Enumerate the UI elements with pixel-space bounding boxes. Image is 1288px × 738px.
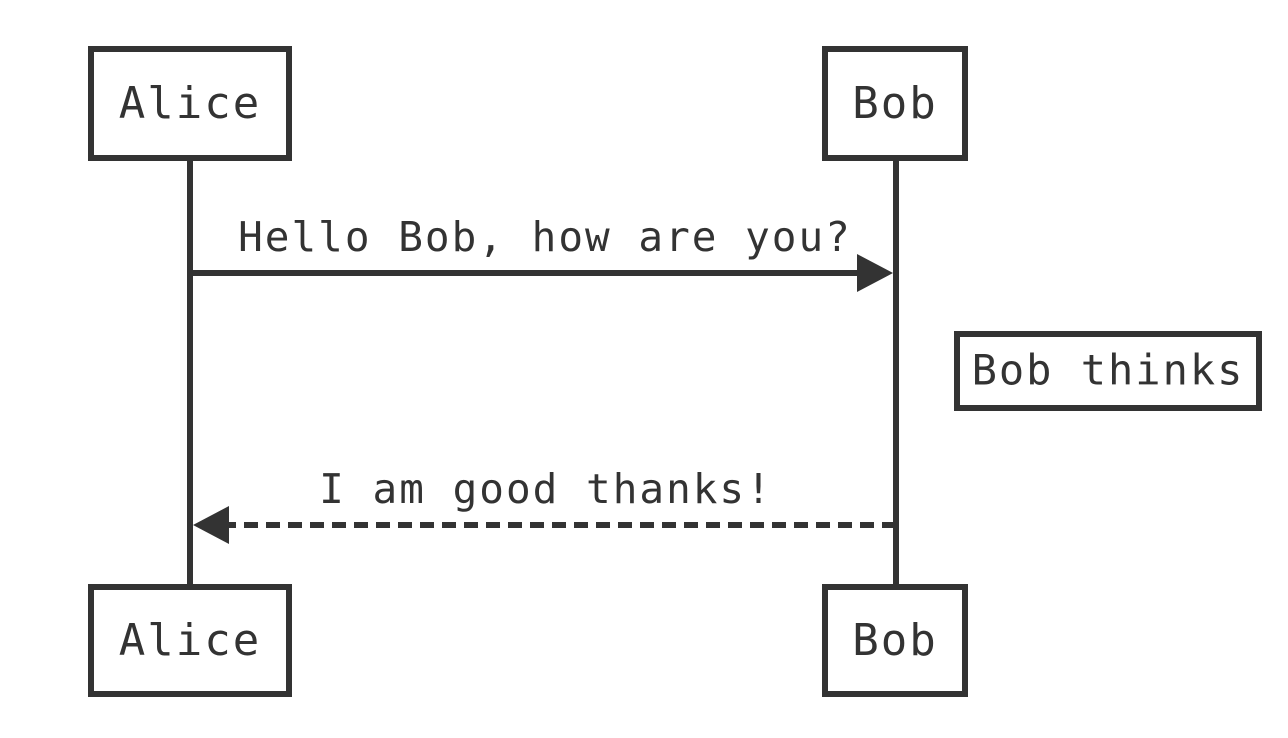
note-box-rect-bob-thinks — [954, 331, 1262, 411]
lifelines-group — [187, 161, 899, 584]
actor-box-alice-bottom[interactable]: Alice — [88, 584, 292, 697]
actor-box-rect-alice-bottom — [88, 584, 292, 697]
note-label-bob-thinks: Bob thinks — [972, 346, 1245, 395]
actor-box-rect-alice-top — [88, 46, 292, 161]
actor-box-rect-bob-bottom — [822, 584, 968, 697]
actor-label-bob-bottom: Bob — [852, 615, 937, 666]
message-arrowhead-bob-to-alice — [193, 506, 229, 544]
actor-box-rect-bob-top — [822, 46, 968, 161]
actor-label-alice-bottom: Alice — [119, 615, 261, 666]
message-alice-to-bob[interactable]: Hello Bob, how are you? — [190, 213, 893, 292]
message-label-alice-to-bob: Hello Bob, how are you? — [238, 213, 852, 261]
actor-label-alice-top: Alice — [119, 78, 261, 129]
note-bob-thinks[interactable]: Bob thinks — [954, 331, 1262, 411]
actor-box-alice-top[interactable]: Alice — [88, 46, 292, 161]
message-arrowhead-alice-to-bob — [857, 254, 893, 292]
message-bob-to-alice[interactable]: I am good thanks! — [193, 465, 896, 544]
message-label-bob-to-alice: I am good thanks! — [319, 465, 773, 513]
actor-box-bob-bottom[interactable]: Bob — [822, 584, 968, 697]
actor-label-bob-top: Bob — [852, 78, 937, 129]
actor-box-bob-top[interactable]: Bob — [822, 46, 968, 161]
